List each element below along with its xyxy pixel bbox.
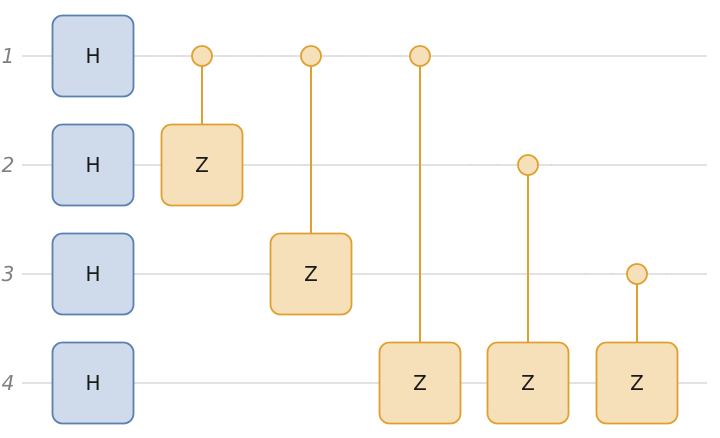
cz-gate-2-4-box — [486, 341, 570, 425]
cz-gate-2-4-label: Z — [521, 371, 535, 395]
h-gate-q2-label: H — [85, 153, 100, 177]
h-gate-q4-label: H — [85, 371, 100, 395]
h-gate-q4-box — [51, 341, 135, 425]
qubit-wires — [22, 55, 707, 384]
cz-gate-1-4-label: Z — [413, 371, 427, 395]
cz-gate-2-4-control-dot — [517, 154, 539, 176]
cz-gate-1-4-control-dot — [409, 45, 431, 67]
h-gate-q1: H — [51, 14, 135, 98]
h-gate-q3-box — [51, 232, 135, 316]
cz-gate-2-4: Z — [486, 341, 570, 425]
cz-gate-1-2: Z — [160, 123, 244, 207]
cz-gate-3-4-label: Z — [630, 371, 644, 395]
qubit-label: 4 — [2, 371, 15, 395]
h-gate-q2: H — [51, 123, 135, 207]
qubit-label: 2 — [2, 153, 15, 177]
cz-gate-1-3-control-dot — [300, 45, 322, 67]
cz-gate-3-4-box — [595, 341, 679, 425]
qubit-label: 1 — [2, 44, 15, 68]
cz-gate-1-3-box — [269, 232, 353, 316]
cz-gate-1-3: Z — [269, 232, 353, 316]
cz-gate-1-2-box — [160, 123, 244, 207]
cz-gate-1-4-box — [378, 341, 462, 425]
qubit-label: 3 — [2, 262, 15, 286]
cz-gate-1-4: Z — [378, 341, 462, 425]
cz-gate-3-4: Z — [595, 341, 679, 425]
h-gate-q1-label: H — [85, 44, 100, 68]
cz-gate-1-2-label: Z — [195, 153, 209, 177]
h-gate-q4: H — [51, 341, 135, 425]
cz-gate-1-3-label: Z — [304, 262, 318, 286]
cz-gate-1-2-control-dot — [191, 45, 213, 67]
h-gate-q1-box — [51, 14, 135, 98]
gates: H H H H Z Z Z Z Z — [51, 14, 679, 425]
h-gate-q2-box — [51, 123, 135, 207]
h-gate-q3-label: H — [85, 262, 100, 286]
qubit-labels: 1 2 3 4 — [2, 44, 15, 395]
h-gate-q3: H — [51, 232, 135, 316]
cz-gate-3-4-control-dot — [626, 263, 648, 285]
